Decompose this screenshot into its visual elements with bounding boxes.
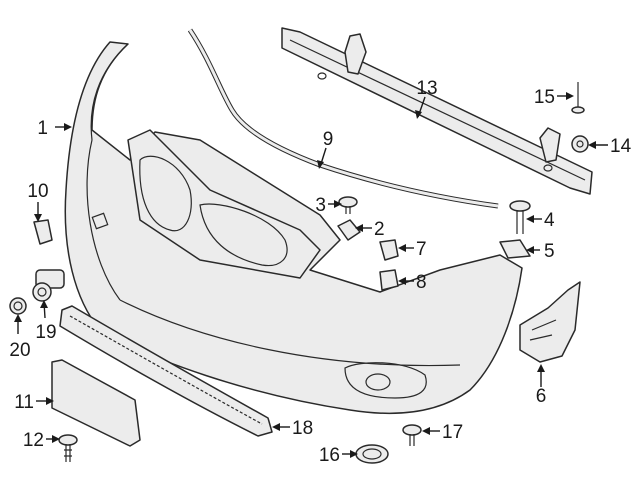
park-sensor <box>32 269 65 302</box>
arrowhead-8 <box>398 277 406 285</box>
arrowhead-17 <box>422 427 430 435</box>
side-bracket <box>519 281 581 363</box>
arrowhead-5 <box>526 246 534 254</box>
callout-9: 9 <box>323 129 334 150</box>
arrowhead-11 <box>46 397 54 405</box>
lower-grille <box>59 305 273 437</box>
callout-14: 14 <box>610 136 632 157</box>
callout-11: 11 <box>14 392 34 413</box>
bolt-lower <box>402 424 422 446</box>
arrowhead-9 <box>317 160 324 169</box>
sensor-ring <box>9 297 27 315</box>
arrowhead-12 <box>52 435 60 443</box>
callout-1: 1 <box>37 118 48 139</box>
reinforcement-bar <box>281 27 593 195</box>
arrowhead-4 <box>526 215 534 223</box>
nut <box>571 135 589 153</box>
arrowhead-7 <box>398 244 406 252</box>
arrowhead-10 <box>34 214 42 222</box>
callout-7: 7 <box>416 239 427 260</box>
bolt <box>338 196 358 214</box>
clip-lower <box>379 269 399 291</box>
arrowhead-15 <box>566 92 574 100</box>
arrowhead-13 <box>415 110 422 119</box>
arrowhead-20 <box>14 314 22 322</box>
arrowhead-14 <box>588 141 596 149</box>
seal-strip <box>187 28 499 209</box>
arrowhead-2 <box>355 224 363 232</box>
stud <box>571 82 585 114</box>
callout-8: 8 <box>416 272 427 293</box>
arrowhead-1 <box>64 123 72 131</box>
callout-16: 16 <box>319 445 340 466</box>
callout-4: 4 <box>544 210 555 231</box>
side-marker <box>33 219 53 245</box>
fog-lamp-ring <box>355 444 389 464</box>
screw <box>58 434 78 462</box>
callout-3: 3 <box>315 195 326 216</box>
grommet <box>337 219 361 241</box>
clip-upper <box>379 239 399 261</box>
callout-15: 15 <box>534 87 555 108</box>
callout-13: 13 <box>416 78 437 99</box>
callout-19: 19 <box>35 322 56 343</box>
callout-6: 6 <box>536 386 547 407</box>
arrowhead-3 <box>334 200 342 208</box>
callout-20: 20 <box>9 340 30 361</box>
callout-2: 2 <box>374 219 385 240</box>
bolt-right <box>509 200 531 234</box>
arrowhead-18 <box>272 423 280 431</box>
callout-12: 12 <box>23 430 44 451</box>
bumper-cover <box>64 41 523 415</box>
arrowhead-6 <box>537 364 545 372</box>
clip <box>499 239 531 259</box>
callout-18: 18 <box>292 418 313 439</box>
arrowhead-19 <box>40 300 48 308</box>
callout-5: 5 <box>544 241 555 262</box>
license-bracket <box>51 359 141 447</box>
callout-17: 17 <box>442 422 463 443</box>
arrowhead-16 <box>350 450 358 458</box>
callout-10: 10 <box>27 181 48 202</box>
